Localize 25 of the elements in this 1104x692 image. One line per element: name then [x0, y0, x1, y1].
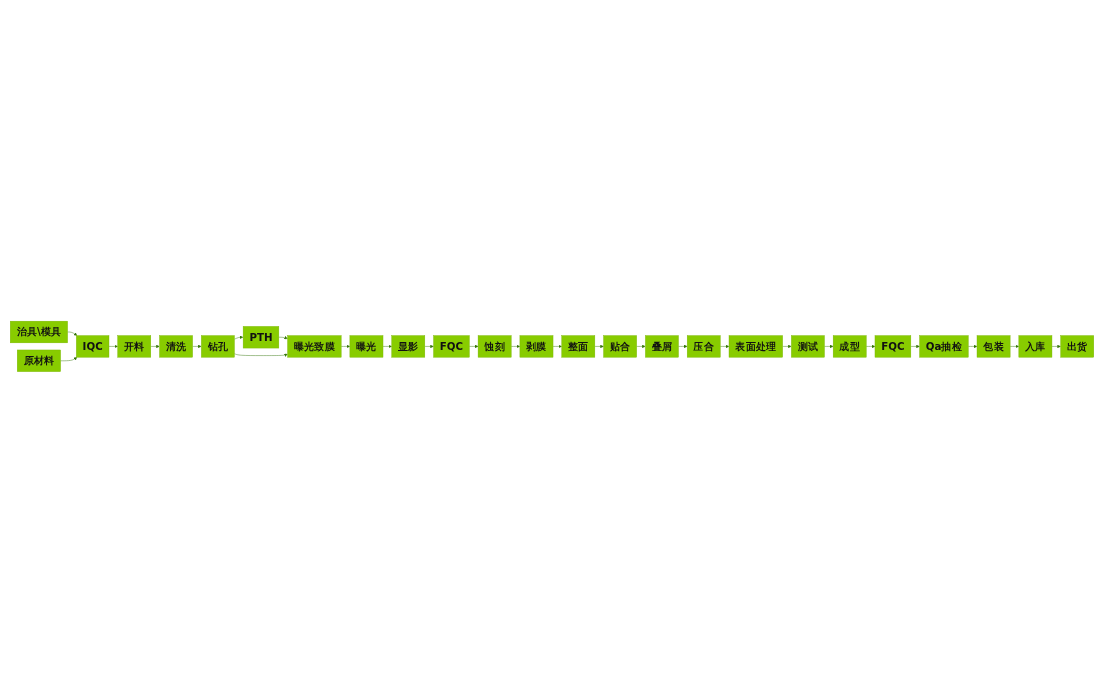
node-box: 表面处理 [728, 334, 783, 358]
node-box: 曝光致膜 [287, 334, 342, 358]
node-box: 叠屑 [645, 334, 679, 358]
node-box: 开料 [117, 334, 151, 358]
node-box: 剥膜 [519, 334, 554, 358]
node-box: Qa抽检 [919, 334, 969, 358]
node-box: 包装 [976, 334, 1011, 358]
node-box: FQC [874, 334, 912, 358]
node-box: 钻孔 [201, 334, 235, 358]
node-box: 贴合 [603, 334, 637, 358]
node-box: PTH [242, 325, 280, 348]
node-box: 原材料 [17, 349, 61, 372]
node-box: 整面 [561, 334, 596, 358]
node-box: 蚀刻 [477, 334, 512, 358]
node-box: 治具\模具 [10, 320, 68, 343]
node-box: 曝光 [349, 334, 384, 358]
node-box: 测试 [791, 334, 825, 358]
node-box: IQC [76, 334, 110, 358]
node-box: 显影 [391, 334, 426, 358]
node-box: FQC [433, 334, 470, 358]
node-box: 成型 [832, 334, 867, 358]
node-box: 压合 [687, 334, 721, 358]
node-box: 入库 [1018, 334, 1053, 358]
node-box: 清洗 [159, 334, 193, 358]
node-box: 出货 [1060, 334, 1094, 358]
